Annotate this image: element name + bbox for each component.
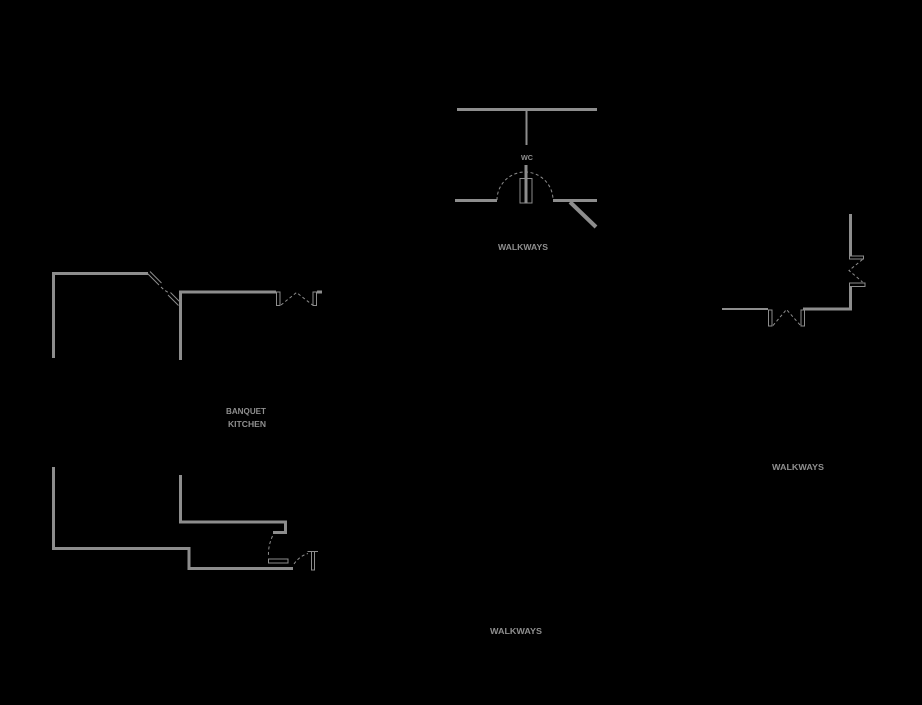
door-swing-arc (160, 286, 170, 294)
corner-double-door (146, 271, 182, 306)
door-jamb (849, 255, 864, 260)
door-leaf (146, 272, 160, 286)
door-swing (848, 259, 863, 283)
door-leaf (170, 292, 182, 304)
walkways-top-label: WALKWAYS (498, 243, 549, 252)
walkways-right-label: WALKWAYS (772, 463, 825, 472)
wc-label: WC (521, 153, 534, 162)
door-leaf (149, 271, 162, 284)
wc-room: WC WALKWAYS (455, 108, 598, 252)
door-leaf (268, 558, 289, 564)
door-swing (280, 291, 313, 306)
door-jamb (849, 282, 866, 287)
wall-segment (52, 467, 293, 570)
door-swing (772, 308, 801, 326)
door-jamb (800, 309, 805, 327)
door-swing-arc (267, 535, 273, 557)
door-jamb (768, 309, 773, 327)
side-double-door (848, 255, 866, 287)
banquet-kitchen-label-line2: KITCHEN (228, 420, 266, 429)
wall-segment (179, 475, 287, 534)
door-leaf (311, 551, 315, 571)
banquet-kitchen: BANQUET KITCHEN (52, 271, 322, 571)
door-jamb (276, 291, 281, 306)
wall-segment (179, 290, 276, 360)
wc-door (496, 165, 554, 204)
door-jamb (312, 291, 317, 306)
corridor-double-door (768, 308, 805, 327)
diagonal-wall (568, 200, 598, 229)
kitchen-double-door (276, 291, 317, 306)
door-swing-arc (293, 553, 309, 565)
door-frame (519, 178, 533, 204)
banquet-kitchen-label-line1: BANQUET (226, 407, 266, 416)
wall-segment (52, 272, 148, 358)
door-leaf (167, 294, 179, 306)
wall-segment (803, 287, 852, 311)
right-corridor: WALKWAYS (722, 214, 866, 472)
door-swing-arc (496, 171, 554, 201)
walkways-bottom-label: WALKWAYS (490, 627, 543, 636)
kitchen-bottom-doors (267, 535, 318, 571)
